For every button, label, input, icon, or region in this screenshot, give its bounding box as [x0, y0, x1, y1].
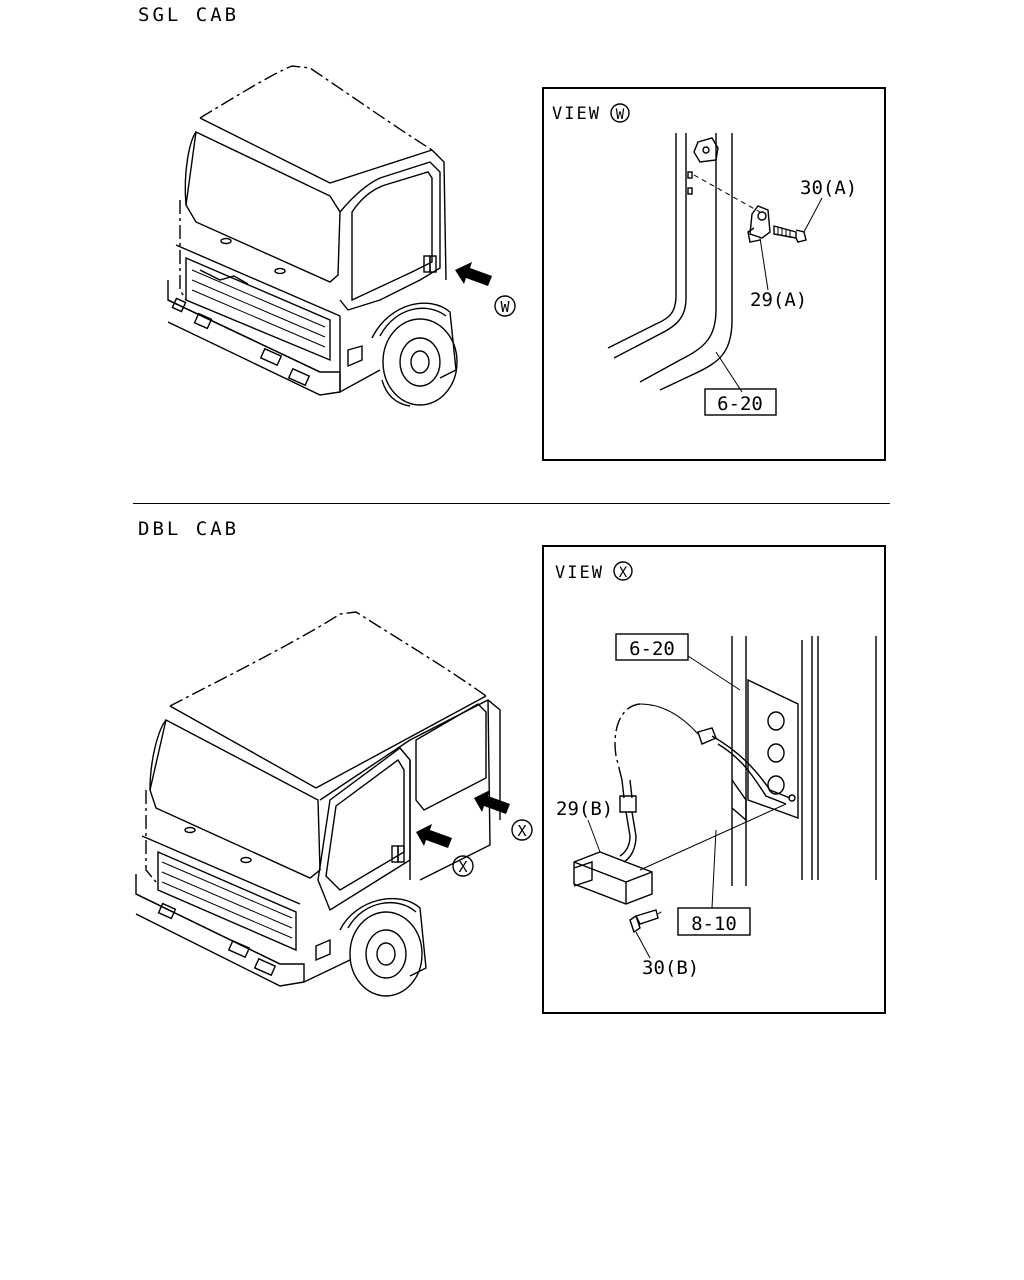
section-divider [133, 503, 890, 504]
view-x-panel [542, 545, 886, 1014]
arrow-x-front-marker: X [458, 858, 467, 876]
view-w-panel [542, 87, 886, 461]
view-x-detail: VIEW X [555, 561, 877, 979]
view-w-label: VIEW [552, 104, 601, 124]
arrow-w-indicator: W [455, 262, 516, 317]
ref-box-6-20-x [615, 633, 689, 661]
view-x-letter: X [619, 565, 628, 581]
ref-box-6-20-w [704, 388, 777, 416]
ref-box-8-10 [677, 907, 751, 936]
arrow-icon [416, 824, 452, 848]
callout-30a: 30(A) [800, 177, 857, 199]
sgl-cab-title: SGL CAB [138, 4, 240, 26]
view-w-detail: VIEW W 30(A) 29(A) 6-20 [552, 103, 857, 416]
circled-letter-icon [613, 561, 633, 581]
arrow-icon [474, 790, 510, 814]
callout-6-20-w: 6-20 [717, 393, 763, 415]
view-w-letter: W [616, 107, 625, 123]
callout-29a: 29(A) [750, 289, 807, 311]
arrow-x-indicators: X X [416, 790, 533, 877]
circled-letter-icon [452, 855, 474, 877]
dbl-cab-title: DBL CAB [138, 518, 240, 540]
circled-letter-icon [511, 819, 533, 841]
callout-30b: 30(B) [642, 957, 699, 979]
arrow-x-rear-marker: X [517, 822, 526, 840]
callout-29b: 29(B) [556, 798, 613, 820]
callout-6-20-x: 6-20 [629, 638, 675, 660]
callout-8-10: 8-10 [691, 913, 737, 935]
circled-letter-icon [610, 103, 630, 123]
sgl-cab-truck-illustration [167, 65, 458, 407]
view-x-label: VIEW [555, 563, 604, 583]
arrow-w-marker: W [500, 298, 510, 316]
circled-letter-icon [494, 295, 516, 317]
arrow-icon [455, 262, 492, 286]
dbl-cab-truck-illustration [135, 611, 501, 997]
